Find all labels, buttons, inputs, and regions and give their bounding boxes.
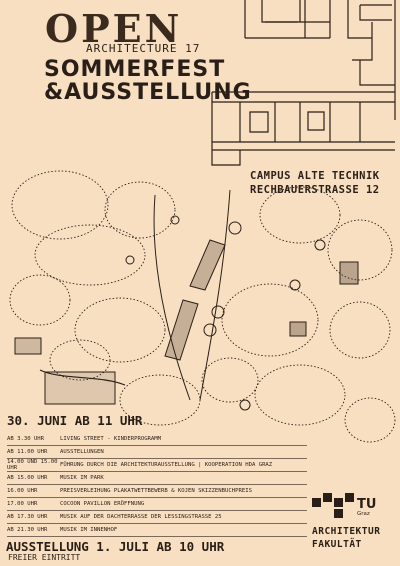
schedule-time: 16.00 UHR	[7, 488, 38, 494]
exhibition-date: AUSSTELLUNG 1. JULI AB 10 UHR	[6, 539, 225, 554]
schedule-time: AB 11.00 UHR	[7, 449, 48, 455]
park-paths	[14, 189, 359, 411]
schedule-row: AB 15.00 UHR MUSIK IM PARK	[7, 472, 307, 485]
faculty-line2: FAKULTÄT	[312, 539, 362, 550]
schedule-event: AUSSTELLUNGEN	[60, 449, 104, 455]
edition-label: ARCHITECTURE 17	[86, 42, 201, 55]
schedule-time: AB 3.30 UHR	[7, 436, 45, 442]
schedule-row: AB 11.00 UHR AUSSTELLUNGEN	[7, 446, 307, 459]
schedule-event: PREISVERLEIHUNG PLAKATWETTBEWERB & KOJEN…	[60, 488, 252, 494]
event-date: 30. JUNI AB 11 UHR	[7, 413, 143, 428]
faculty-line1: ARCHITEKTUR	[312, 526, 381, 537]
schedule-time: AB 17.30 UHR	[7, 514, 48, 520]
schedule-time: AB 15.00 UHR	[7, 475, 48, 481]
building-plan-middle	[211, 91, 395, 166]
building-plan-top	[244, 0, 396, 120]
tu-logo-text: TU	[357, 497, 377, 512]
title-ausstellung: &AUSSTELLUNG	[44, 80, 252, 105]
schedule-event: MUSIK IM PARK	[60, 475, 104, 481]
schedule-row: 17.00 UHR COCOON PAVILLON ERÖFFNUNG	[7, 498, 307, 511]
schedule-row: AB 3.30 UHR LIVING STREET - KINDERPROGRAM…	[7, 433, 307, 446]
schedule-row: AB 17.30 UHR MUSIK AUF DER DACHTERRASSE D…	[7, 511, 307, 524]
schedule-event: MUSIK IM INNENHOF	[60, 527, 118, 533]
title-sommerfest: SOMMERFEST	[44, 57, 226, 82]
schedule-row: AB 21.30 UHR MUSIK IM INNENHOF	[7, 524, 307, 537]
location-campus: CAMPUS ALTE TECHNIK	[250, 170, 380, 182]
schedule-row: 16.00 UHR PREISVERLEIHUNG PLAKATWETTBEWER…	[7, 485, 307, 498]
schedule-time: 14.00 UND 15.00 UHR	[7, 459, 58, 471]
admission-note: FREIER EINTRITT	[8, 553, 81, 562]
schedule-event: COCOON PAVILLON ERÖFFNUNG	[60, 501, 145, 507]
schedule-list: AB 3.30 UHR LIVING STREET - KINDERPROGRAM…	[7, 433, 307, 537]
open-logo: OPEN	[45, 6, 183, 51]
tu-graz-logo	[312, 493, 354, 518]
tu-logo-sub: Graz	[357, 511, 370, 517]
schedule-time: AB 21.30 UHR	[7, 527, 48, 533]
schedule-time: 17.00 UHR	[7, 501, 38, 507]
schedule-event: FÜHRUNG DURCH DIE ARCHITEKTURAUSSTELLUNG…	[60, 462, 273, 468]
schedule-event: LIVING STREET - KINDERPROGRAMM	[60, 436, 162, 442]
schedule-event: MUSIK AUF DER DACHTERRASSE DER LESSINGST…	[60, 514, 222, 520]
location-street: RECHBAUERSTRASSE 12	[250, 184, 380, 196]
